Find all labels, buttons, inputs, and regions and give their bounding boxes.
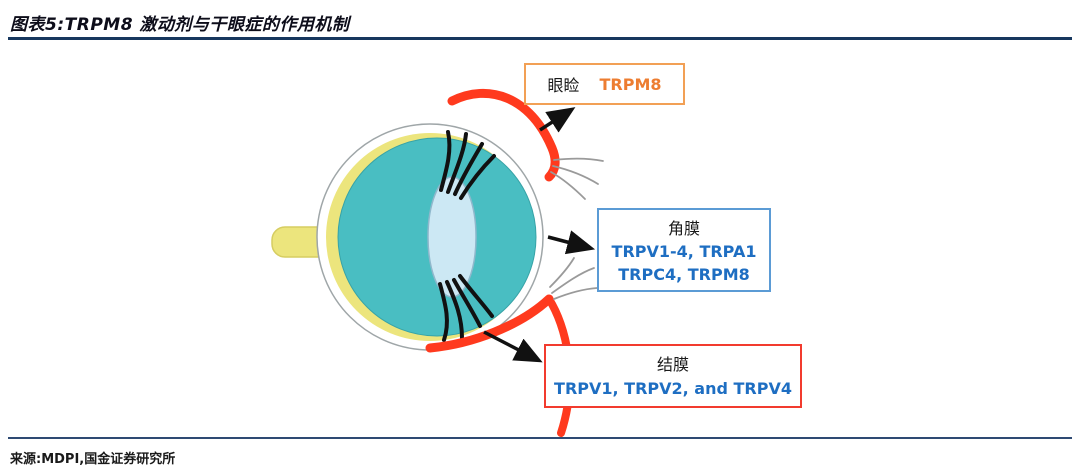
conjunctiva-proteins: TRPV1, TRPV2, and TRPV4 xyxy=(554,379,792,398)
lens xyxy=(427,176,477,298)
title-underline xyxy=(8,37,1072,40)
eyelid-proteins: TRPM8 xyxy=(599,74,662,94)
arrow-to-cornea-box xyxy=(547,230,596,255)
footer-divider xyxy=(8,437,1072,439)
arrow-to-conjunctiva-box xyxy=(483,330,543,363)
ciliary-bundle-bottom xyxy=(438,274,494,342)
eyelid-label-box: 眼睑 TRPM8 xyxy=(524,63,685,105)
cornea-proteins-line1: TRPV1-4, TRPA1 xyxy=(611,242,757,262)
eyelash-wisps-top xyxy=(550,157,604,200)
ciliary-bundle-top xyxy=(439,130,496,200)
conjunctiva-label-box: 结膜 TRPV1, TRPV2, and TRPV4 xyxy=(544,344,802,408)
cornea-proteins-line2: TRPC4, TRPM8 xyxy=(618,265,750,285)
conjunctiva-label: 结膜 xyxy=(656,355,689,374)
figure-title: 图表5:TRPM8 激动剂与干眼症的作用机制 xyxy=(10,15,350,35)
upper-eyelid-curve xyxy=(447,88,560,182)
lower-eyelid-curve xyxy=(425,294,554,353)
cornea-label: 角膜 xyxy=(667,219,700,238)
eyelash-wisps-bottom xyxy=(549,257,598,300)
cornea-label-box: 角膜 TRPV1-4, TRPA1 TRPC4, TRPM8 xyxy=(597,208,771,292)
arrow-to-eyelid-box xyxy=(539,107,576,133)
source-note: 来源:MDPI,国金证券研究所 xyxy=(10,452,176,467)
eyelid-label: 眼睑 xyxy=(547,76,580,95)
